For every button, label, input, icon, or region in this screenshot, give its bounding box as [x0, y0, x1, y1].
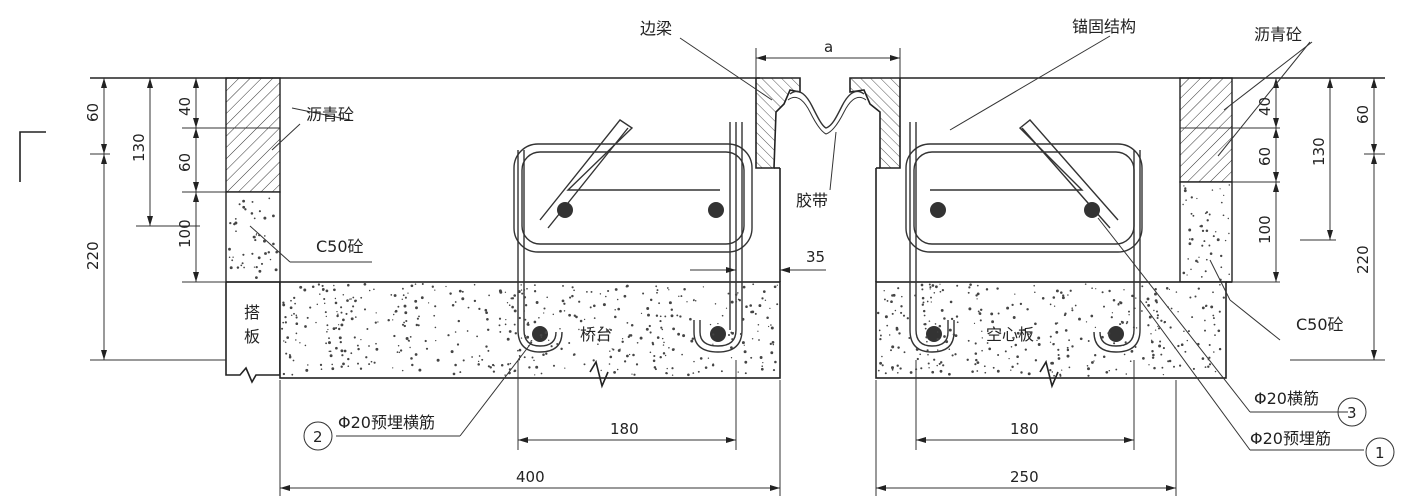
marker-1-text: 1	[1375, 444, 1385, 462]
label-bar-transverse: Φ20横筋	[1254, 389, 1319, 408]
dim-180-right: 180	[1010, 420, 1039, 438]
marker-2-text: 2	[313, 428, 323, 446]
right-rebar-cage	[905, 119, 1143, 353]
label-approach-slab: 搭	[244, 303, 260, 322]
approach-slab-outline	[225, 282, 281, 384]
left-dimensions	[90, 78, 226, 361]
marker-1	[1365, 437, 1395, 467]
dim-left-60b: 60	[176, 153, 194, 172]
label-asphalt-left: 沥青砼	[306, 105, 354, 124]
dim-right-220: 220	[1354, 245, 1372, 274]
label-side-beam: 边梁	[640, 19, 672, 38]
marker-2	[303, 421, 333, 451]
dim-left-130: 130	[130, 133, 148, 162]
label-c50-right: C50砼	[1296, 315, 1344, 334]
abutment-body	[279, 281, 781, 379]
dim-left-100: 100	[176, 219, 194, 248]
dim-right-60b: 60	[1256, 147, 1274, 166]
left-edge-beam	[755, 77, 801, 169]
dim-left-40: 40	[176, 97, 194, 116]
right-asphalt-block	[1179, 77, 1233, 183]
marker-3	[1337, 397, 1367, 427]
marker-3-text: 3	[1347, 404, 1357, 422]
dim-left-60: 60	[84, 103, 102, 122]
rubber-strip	[789, 90, 865, 129]
dim-right-130: 130	[1310, 137, 1328, 166]
dim-400: 400	[516, 468, 545, 486]
right-dimensions	[1232, 78, 1385, 361]
left-asphalt-block	[225, 77, 281, 193]
label-hollow-slab: 空心板	[986, 325, 1034, 344]
label-abutment: 桥台	[580, 325, 612, 344]
dim-right-100: 100	[1256, 215, 1274, 244]
dim-gap: a	[824, 38, 833, 56]
concrete-speckle	[228, 184, 1231, 377]
label-bar-embedded-right: Φ20预埋筋	[1250, 429, 1331, 448]
label-anchor-structure: 锚固结构	[1072, 17, 1136, 36]
right-c50-block	[1179, 181, 1233, 283]
dim-180-left: 180	[610, 420, 639, 438]
label-bar-embedded-left: Φ20预埋横筋	[338, 413, 435, 432]
label-asphalt-right: 沥青砼	[1254, 25, 1302, 44]
dim-left-220: 220	[84, 241, 102, 270]
dim-right-40: 40	[1256, 97, 1274, 116]
label-c50-left: C50砼	[316, 237, 364, 256]
label-rubber-strip: 胶带	[796, 191, 828, 210]
dim-right-60: 60	[1354, 105, 1372, 124]
dim-35: 35	[806, 248, 825, 266]
dim-250: 250	[1010, 468, 1039, 486]
bottom-dimensions	[279, 360, 1177, 496]
svg-text:板: 板	[244, 327, 260, 346]
